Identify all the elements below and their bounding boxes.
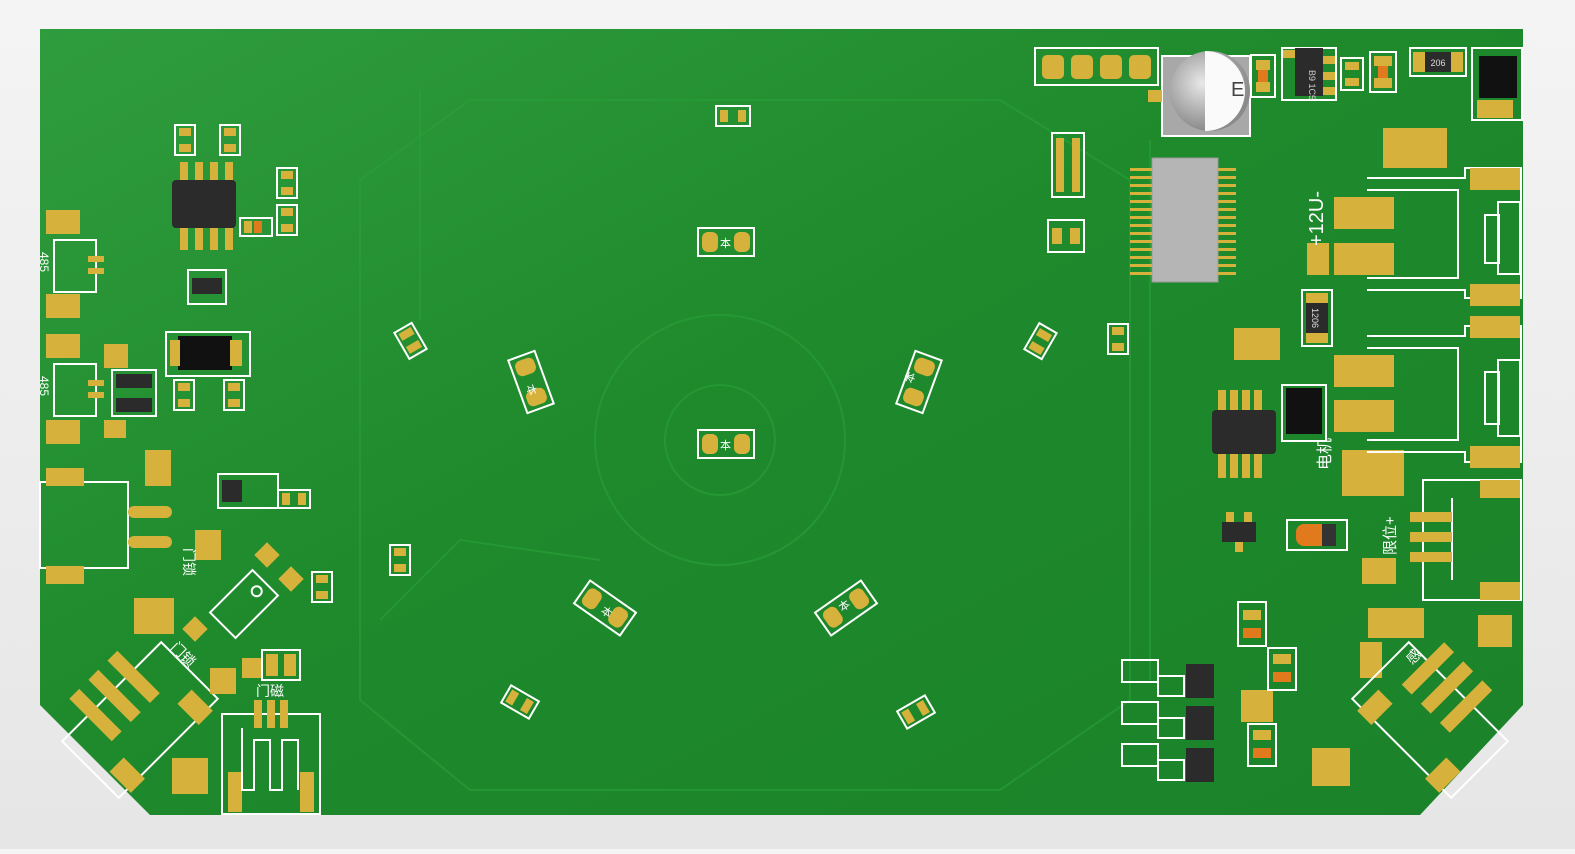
connector-door-lock-side xyxy=(39,450,221,584)
resistor-206: 206 xyxy=(1409,47,1467,77)
header-4pin xyxy=(1034,47,1159,86)
tantalum-cap xyxy=(1286,519,1348,551)
transistor-sot23 xyxy=(1222,512,1256,552)
connector-limit xyxy=(1410,479,1522,601)
led-label-d: 本 xyxy=(902,370,919,385)
led-label-b: 本 xyxy=(720,438,731,452)
resistor-1206: 1206 xyxy=(1301,289,1333,347)
res-206-label: 206 xyxy=(1430,58,1445,68)
motor-label: 电机 xyxy=(1316,438,1334,470)
connector-angled-right xyxy=(1350,640,1510,800)
rs485-connector-bottom: 485 xyxy=(37,334,104,444)
led-label-c: 本 xyxy=(523,382,540,397)
connector-12v xyxy=(1367,167,1522,299)
cap-label: E xyxy=(1231,79,1244,101)
limit-switch-label: 限位+ xyxy=(1382,516,1399,555)
resistor-array xyxy=(1047,132,1085,253)
transistor-array-bottom xyxy=(1121,659,1214,782)
ic-tssop xyxy=(1130,157,1236,283)
power-pads xyxy=(1234,128,1512,786)
connector-angled-left xyxy=(60,640,220,800)
ic-soic8-right xyxy=(1212,384,1327,478)
connector-motor xyxy=(1367,325,1522,463)
reg-label: B9 1C5 xyxy=(1307,70,1317,100)
connector-door-magnet xyxy=(221,700,321,815)
diode-left xyxy=(165,331,251,377)
voltage-regulator: B9 1C5 xyxy=(1281,47,1337,101)
ic-soic8-left xyxy=(172,162,236,250)
led-ring xyxy=(392,321,1059,731)
diode-top-right xyxy=(1471,47,1523,121)
rs485-label-top: 485 xyxy=(37,252,51,272)
left-pads xyxy=(104,344,304,794)
res-1206-label: 1206 xyxy=(1310,308,1320,328)
rs485-label-bottom: 485 xyxy=(37,376,51,396)
power-12v-label: +12U- xyxy=(1306,191,1328,246)
door-lock-side-label: 门锁 xyxy=(181,548,197,576)
cap-row-top xyxy=(1250,51,1397,98)
inner-traces xyxy=(359,90,1151,791)
connector-pins-right xyxy=(1470,168,1520,468)
rs485-connector-top: 485 xyxy=(37,210,104,318)
led-label-a: 本 xyxy=(720,236,731,250)
door-magnet-label: 门磁 xyxy=(256,683,284,699)
electrolytic-capacitor: E xyxy=(1148,51,1251,137)
smd-center xyxy=(389,105,1129,576)
crystal-oscillator xyxy=(208,568,280,640)
caps-right-column xyxy=(1237,601,1297,767)
smd-left xyxy=(111,124,333,681)
